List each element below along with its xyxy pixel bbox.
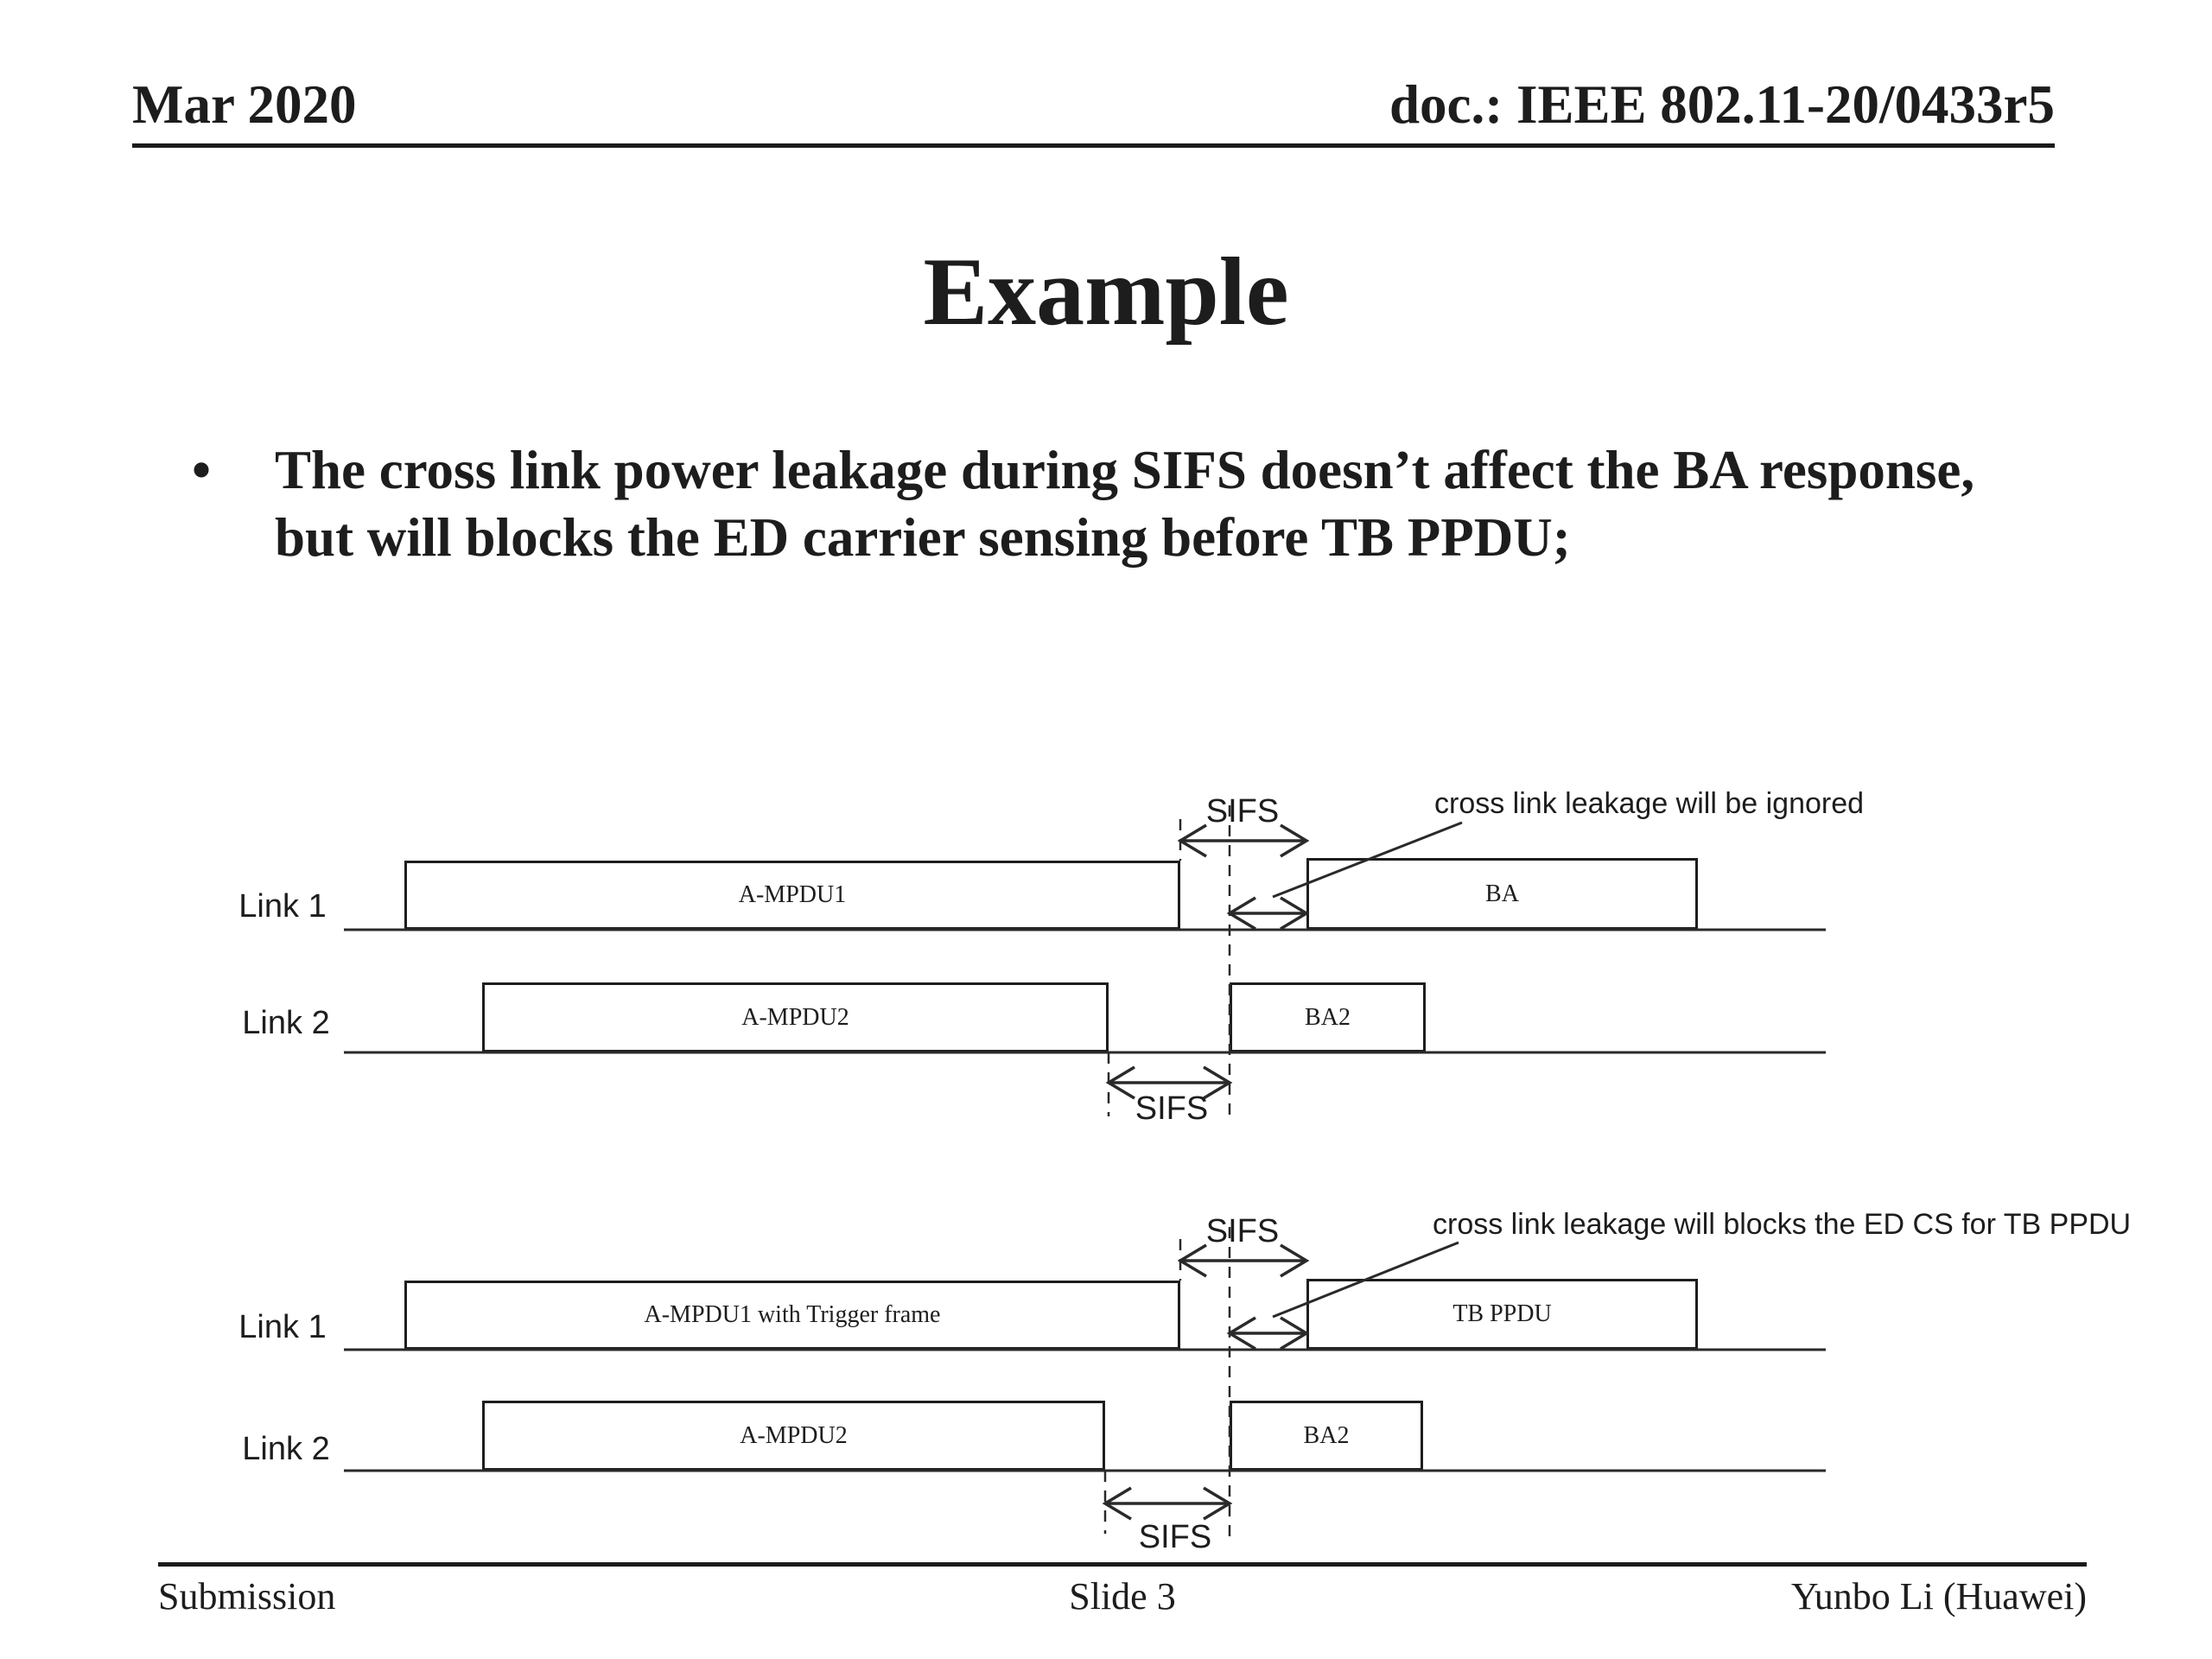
d1-ba2-box: BA2 xyxy=(1230,982,1426,1052)
header-doc-number: doc.: IEEE 802.11-20/0433r5 xyxy=(1389,74,2055,135)
d1-ba-box: BA xyxy=(1306,858,1698,930)
d2-ampdu1-trigger-box: A-MPDU1 with Trigger frame xyxy=(404,1281,1180,1350)
d2-ampdu2-box: A-MPDU2 xyxy=(482,1401,1105,1471)
d2-sifs-bottom-label: SIFS xyxy=(1138,1519,1212,1555)
d2-leakage-arrow xyxy=(1226,1316,1310,1351)
d2-sifs-bottom-arrow xyxy=(1102,1486,1233,1521)
d2-annotation-text: cross link leakage will blocks the ED CS… xyxy=(1433,1208,2132,1241)
footer-submission: Submission xyxy=(158,1575,336,1618)
d1-ampdu1-label: A-MPDU1 xyxy=(738,881,847,908)
d2-lines xyxy=(344,1227,1826,1536)
d1-leakage-arrow xyxy=(1226,896,1310,931)
footer: Slide 3 Submission Yunbo Li (Huawei) xyxy=(158,1574,2087,1619)
d2-leakage-arrowhead-right xyxy=(1280,1316,1310,1351)
footer-author: Yunbo Li (Huawei) xyxy=(1790,1575,2087,1618)
d2-sifs-bottom-arrowhead-right xyxy=(1203,1486,1233,1521)
d1-link2-label: Link 2 xyxy=(242,1005,330,1041)
footer-slide-number: Slide 3 xyxy=(1069,1575,1176,1618)
d2-ba2-box: BA2 xyxy=(1230,1401,1423,1471)
page-title: Example xyxy=(923,238,1289,346)
d2-tbppdu-label: TB PPDU xyxy=(1452,1300,1552,1327)
d1-ba-label: BA xyxy=(1485,880,1519,907)
header-date: Mar 2020 xyxy=(132,74,357,135)
d2-ampdu1-trigger-label: A-MPDU1 with Trigger frame xyxy=(644,1301,941,1328)
d1-ampdu2-box: A-MPDU2 xyxy=(482,982,1109,1052)
d1-annotation-text: cross link leakage will be ignored xyxy=(1434,787,1865,820)
d1-ampdu2-label: A-MPDU2 xyxy=(741,1003,849,1031)
d1-leakage-arrowhead-left xyxy=(1226,896,1256,931)
bullet-text: The cross link power leakage during SIFS… xyxy=(275,440,1975,568)
d2-link1-label: Link 1 xyxy=(238,1309,327,1345)
d1-link1-label: Link 1 xyxy=(238,888,327,925)
d1-ba2-label: BA2 xyxy=(1305,1003,1351,1031)
header: Mar 2020 doc.: IEEE 802.11-20/0433r5 xyxy=(132,74,2055,148)
d1-leakage-arrowhead-right xyxy=(1280,896,1310,931)
d2-tbppdu-box: TB PPDU xyxy=(1306,1279,1698,1350)
d1-sifs-bottom-label: SIFS xyxy=(1135,1090,1209,1127)
d1-sifs-top-label: SIFS xyxy=(1205,793,1280,830)
footer-rule xyxy=(158,1562,2087,1567)
d2-sifs-bottom-arrowhead-left xyxy=(1102,1486,1132,1521)
d2-sifs-top-label: SIFS xyxy=(1205,1213,1280,1249)
d2-ampdu2-label: A-MPDU2 xyxy=(740,1421,848,1449)
d1-lines xyxy=(344,805,1826,1116)
d1-ampdu1-box: A-MPDU1 xyxy=(404,861,1180,930)
d2-leakage-arrowhead-left xyxy=(1226,1316,1256,1351)
d2-link2-label: Link 2 xyxy=(242,1431,330,1467)
d2-ba2-label: BA2 xyxy=(1303,1421,1350,1449)
bullet-marker: • xyxy=(192,440,212,500)
